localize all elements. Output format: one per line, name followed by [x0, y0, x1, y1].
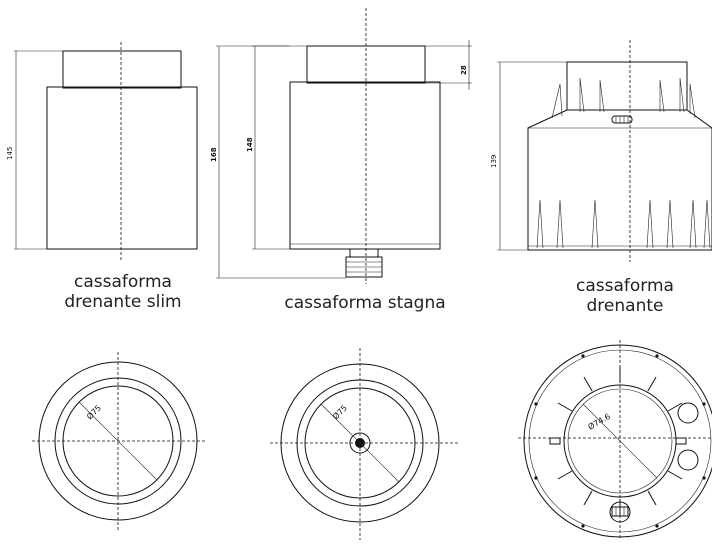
stagna-diameter-label: Ø75 — [330, 403, 349, 422]
drenante-top-view: Ø74.6 — [518, 340, 712, 540]
stagna-side-view: 168 148 28 — [210, 8, 472, 284]
slim-caption-line1: cassaforma — [74, 272, 172, 292]
drenante-caption-line1: cassaforma — [576, 276, 674, 296]
drenante-height-label: 139 — [490, 155, 498, 168]
stagna-top-view: Ø75 — [270, 348, 458, 540]
slim-side-view: 145 — [6, 42, 198, 262]
drenante-side-view: 139 — [490, 40, 712, 262]
slim-height-label: 145 — [6, 147, 14, 160]
stagna-body-label: 148 — [246, 137, 254, 152]
slim-top-view: Ø75 — [32, 352, 206, 530]
slim-caption-line2: drenante slim — [64, 292, 182, 312]
stagna-outer-label: 168 — [210, 147, 218, 162]
drenante-caption: cassaforma drenante — [550, 276, 700, 316]
stagna-top-label: 28 — [460, 65, 468, 75]
slim-diameter-label: Ø75 — [84, 403, 103, 422]
slim-caption: cassaforma drenante slim — [48, 272, 198, 312]
stagna-caption: cassaforma stagna — [270, 293, 460, 313]
stagna-caption-text: cassaforma stagna — [284, 293, 446, 313]
drenante-caption-line2: drenante — [586, 296, 664, 316]
